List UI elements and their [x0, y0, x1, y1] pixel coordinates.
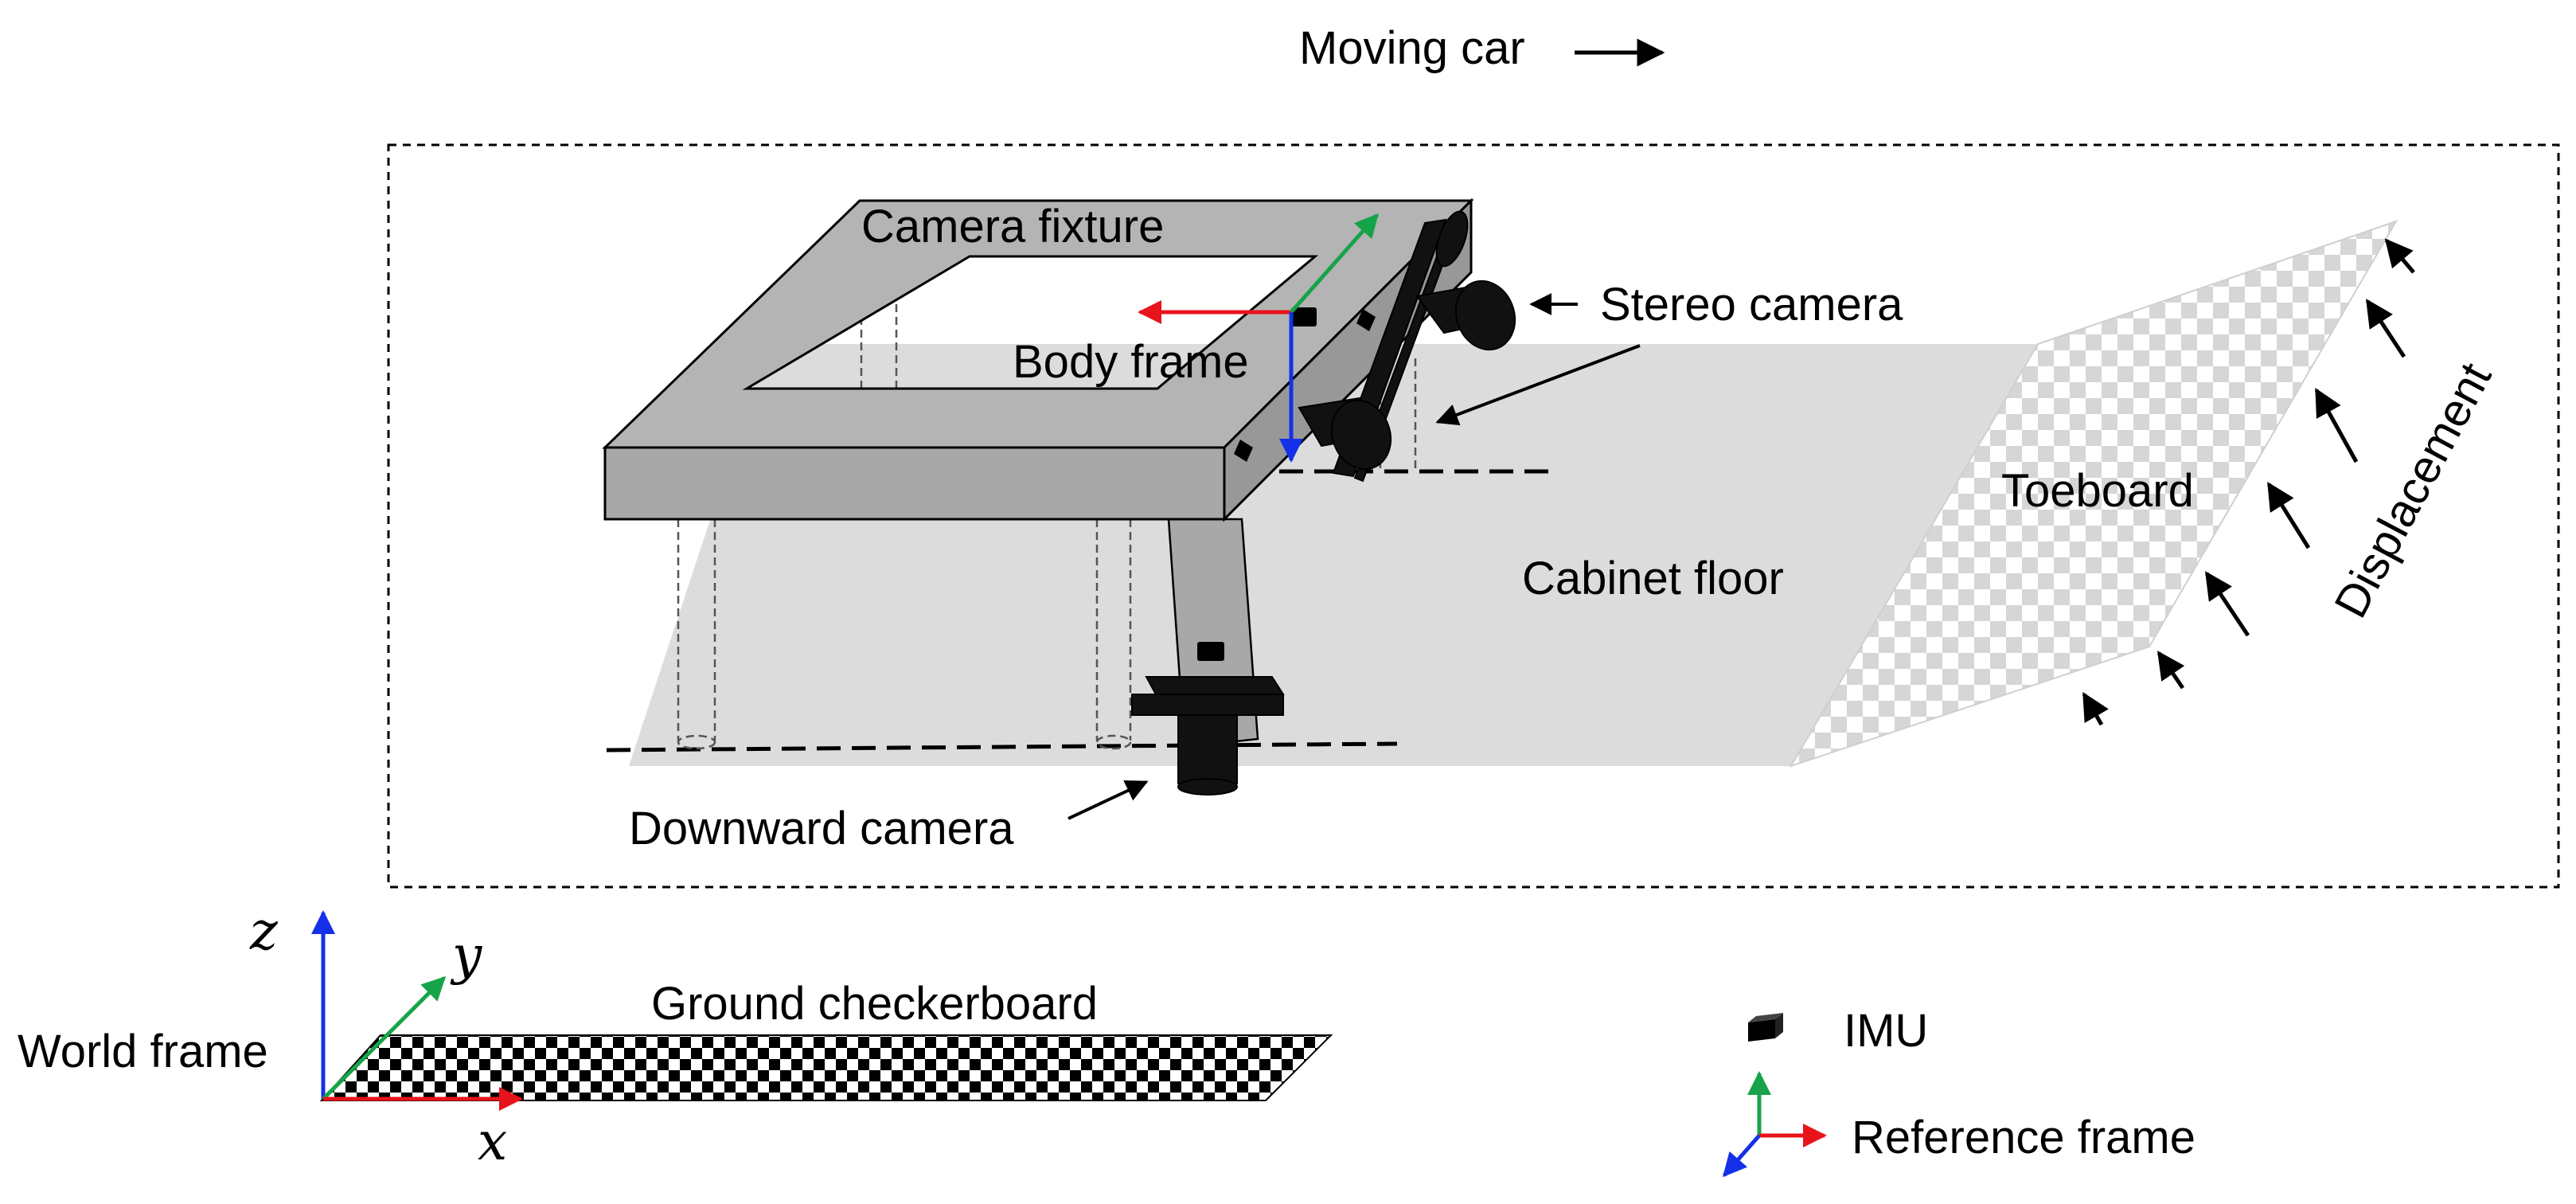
camera-fixture-label: Camera fixture [861, 201, 1164, 252]
toeboard [1789, 220, 2398, 768]
stereo-camera [1298, 210, 1516, 483]
displacement-label: Displacement [2324, 354, 2501, 626]
ground-checkerboard-label: Ground checkerboard [651, 978, 1098, 1030]
downward-camera-label: Downward camera [629, 803, 1014, 854]
world-y-axis [322, 975, 447, 1100]
reference-frame-icon [1723, 1071, 1827, 1178]
stereo-camera-label: Stereo camera [1600, 279, 1903, 330]
legend: IMU Reference frame [1723, 1005, 2195, 1178]
body-frame-axes [1138, 213, 1379, 463]
world-axis-z-label: z [249, 901, 279, 962]
ground-checkerboard [319, 1034, 1333, 1101]
legend-imu-label: IMU [1844, 1005, 1928, 1057]
stereo-camera-arrow-2 [1435, 344, 1641, 426]
body-frame-label: Body frame [1013, 336, 1249, 388]
toeboard-label: Toeboard [2001, 465, 2194, 517]
downward-camera-arrow [1067, 780, 1149, 820]
car-boundary [387, 143, 2560, 889]
world-axis-x-label: x [478, 1111, 507, 1172]
world-frame-axes [311, 910, 523, 1111]
downward-camera [1131, 676, 1285, 796]
world-axis-y-label: y [450, 924, 482, 986]
floor-reference-line-lower [606, 741, 1398, 752]
imu-icon [1748, 1013, 1783, 1042]
world-frame-label: World frame [18, 1026, 268, 1077]
cabinet-floor-label: Cabinet floor [1522, 553, 1784, 604]
displacement-arrows [2082, 238, 2415, 726]
body-y-axis [1290, 213, 1379, 314]
legend-reference-frame-label: Reference frame [1852, 1112, 2195, 1163]
moving-car-label: Moving car [1299, 22, 1525, 74]
fixture-imu-markers [1197, 307, 1376, 661]
